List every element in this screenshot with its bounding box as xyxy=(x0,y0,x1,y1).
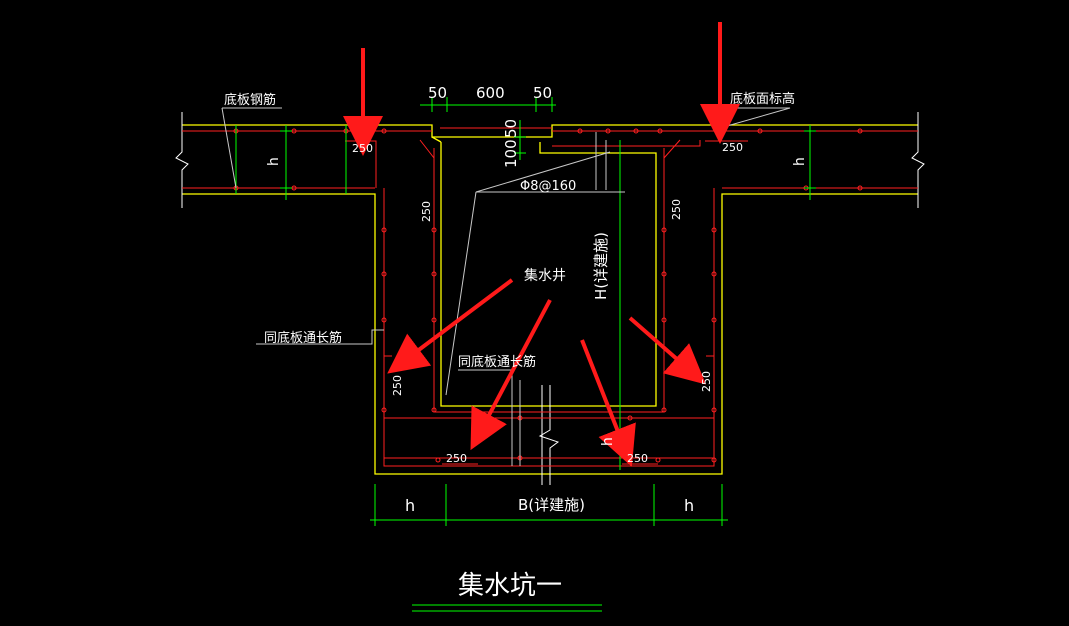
title-underline xyxy=(412,604,602,612)
pit-inner-cage xyxy=(433,148,665,413)
dim-top-600: 600 xyxy=(476,84,505,102)
arrow-bottom-left xyxy=(470,299,552,451)
dim-h-right-slab: h xyxy=(792,157,808,166)
label-stirrup-spec: Φ8@160 xyxy=(520,179,576,194)
outline-cover-lip xyxy=(431,136,442,143)
label-pit-name: 集水井 xyxy=(524,267,566,284)
label-pit-width: B(详建施) xyxy=(518,496,585,514)
leader-lines xyxy=(221,107,791,466)
break-lines xyxy=(175,112,925,485)
arrow-wall-left xyxy=(387,278,514,374)
dim-anchor-250-wall-left-top: 250 xyxy=(420,201,433,222)
label-pit-depth: H(详建施) xyxy=(592,232,610,300)
concrete-outline xyxy=(182,124,918,475)
drawing-title: 集水坑一 xyxy=(458,571,562,601)
label-continuous-rebar-left: 同底板通长筋 xyxy=(264,330,342,346)
pit-outer-cage xyxy=(383,188,715,467)
dim-anchor-250-topleft: 250 xyxy=(352,142,373,155)
leader-slab-top-elev xyxy=(719,107,791,129)
dim-h-bottom-right: h xyxy=(684,496,694,515)
dim-h-bottom-left: h xyxy=(405,496,415,515)
label-continuous-rebar-center: 同底板通长筋 xyxy=(458,354,536,370)
break-left xyxy=(175,112,189,208)
dim-vert-50: 50 xyxy=(502,119,520,138)
dim-h-left-slab: h xyxy=(266,157,282,166)
outline-pit-inner xyxy=(440,142,657,407)
arrow-wall-right xyxy=(628,316,707,385)
dimension-lines xyxy=(235,97,816,526)
leader-stirrup xyxy=(475,151,625,193)
dim-anchor-250-wall-right-top: 250 xyxy=(670,199,683,220)
dim-vert-100: 100 xyxy=(502,139,520,168)
callout-arrows xyxy=(343,22,740,467)
corner-hook-right xyxy=(663,139,681,159)
corner-hook-left xyxy=(419,139,435,159)
dim-anchor-250-topright: 250 xyxy=(722,141,743,154)
dim-anchor-250-bottom-left: 250 xyxy=(446,452,467,465)
dim-top-right-50: 50 xyxy=(533,84,552,102)
outline-outer xyxy=(182,124,918,138)
dim-anchor-250-wall-left: 250 xyxy=(391,375,404,396)
outline-bottom-left xyxy=(182,193,918,475)
break-right xyxy=(911,112,925,208)
break-center xyxy=(538,385,560,485)
dim-h-pit-floor: h xyxy=(600,437,616,446)
leader-continuous-left xyxy=(256,329,384,345)
label-bottom-slab-rebar: 底板钢筋 xyxy=(224,92,276,108)
dim-anchor-250-bottom-right: 250 xyxy=(627,452,648,465)
dim-anchor-250-wall-right: 250 xyxy=(700,371,713,392)
arrow-bottom-right xyxy=(580,339,636,467)
label-slab-top-elevation: 底板面标高 xyxy=(730,91,795,107)
dim-top-left-50: 50 xyxy=(428,84,447,102)
